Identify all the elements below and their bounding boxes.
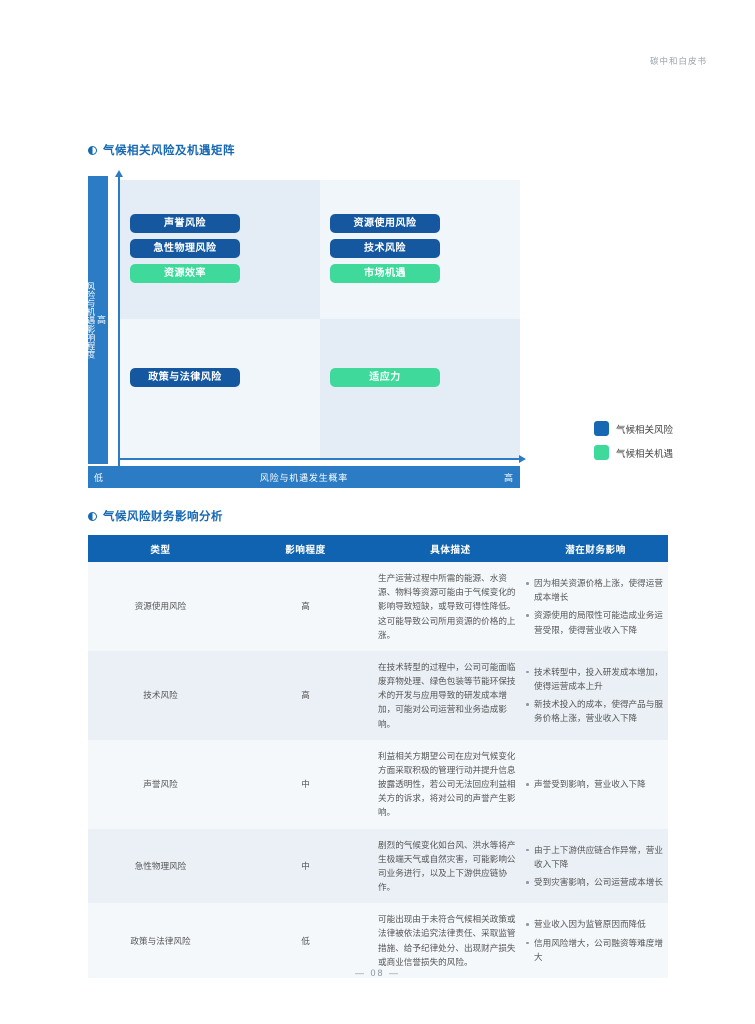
cell-description: 剧烈的气候变化如台风、洪水等将产生极端天气或自然灾害，可能影响公司业务进行，以及… [378,828,523,904]
column-header-description: 具体描述 [378,535,523,562]
table-row: 资源使用风险高生产运营过程中所需的能源、水资源、物料等资源可能由于气候变化的影响… [88,562,668,651]
cell-financial-impact: 声誉受到影响，营业收入下降 [523,739,668,829]
matrix-items-top-right: 资源使用风险 技术风险 市场机遇 [330,214,440,283]
matrix-legend: 气候相关风险 气候相关机遇 [594,421,673,460]
cell-financial-impact: 因为相关资源价格上涨，使得运营成本增长资源使用的局限性可能造成业务运营受限，使得… [523,562,668,651]
list-item: 受到灾害影响，公司运营成本增长 [526,875,668,889]
cell-impact-level: 高 [233,650,378,740]
cell-type: 急性物理风险 [88,828,233,904]
list-item: 信用风险增大，公司融资等难度增大 [526,936,668,964]
legend-item-risk: 气候相关风险 [594,421,673,436]
matrix-x-axis-bar: 低 风险与机遇发生概率 高 [88,466,520,488]
quadrant-bottom-right [320,319,520,458]
x-axis-title: 风险与机遇发生概率 [259,472,349,483]
financial-impact-list: 营业收入因为监管原因而降低信用风险增大，公司融资等难度增大 [523,917,668,964]
financial-impact-list: 技术转型中，投入研发成本增加，使得运营成本上升新技术投入的成本，使得产品与服务价… [523,665,668,726]
cell-description: 可能出现由于未符合气候相关政策或法律被依法追究法律责任、采取监管措施、给予纪律处… [378,903,523,978]
list-item: 声誉受到影响，营业收入下降 [526,777,668,791]
matrix-item-chip[interactable]: 市场机遇 [330,264,440,283]
half-filled-circle-icon [88,145,97,155]
matrix-item-chip[interactable]: 技术风险 [330,239,440,258]
matrix-item-chip[interactable]: 资源使用风险 [330,214,440,233]
list-item: 营业收入因为监管原因而降低 [526,917,668,931]
y-axis-low-label: 低 [74,315,85,325]
cell-description: 生产运营过程中所需的能源、水资源、物料等资源可能由于气候变化的影响导致短缺，或导… [378,562,523,651]
section-heading-matrix-label: 气候相关风险及机遇矩阵 [103,145,235,157]
table-row: 声誉风险中利益相关方期望公司在应对气候变化方面采取积极的管理行动并提升信息披露透… [88,739,668,829]
half-filled-circle-icon [88,511,97,521]
section-heading-matrix: 气候相关风险及机遇矩阵 [88,142,235,158]
cell-description: 在技术转型的过程中，公司可能面临废弃物处理、绿色包装等节能环保技术的开发与应用导… [378,650,523,740]
x-axis-high-label: 高 [503,472,514,483]
x-axis-arrow [118,455,526,463]
table-header-row: 类型 影响程度 具体描述 潜在财务影响 [88,535,668,562]
list-item: 由于上下游供应链合作异常，营业收入下降 [526,843,668,871]
matrix-item-chip[interactable]: 适应力 [330,368,440,387]
cell-type: 声誉风险 [88,739,233,829]
cell-financial-impact: 营业收入因为监管原因而降低信用风险增大，公司融资等难度增大 [523,903,668,978]
column-header-type: 类型 [88,535,233,562]
financial-impact-list: 由于上下游供应链合作异常，营业收入下降受到灾害影响，公司运营成本增长 [523,843,668,890]
section-heading-finance-label: 气候风险财务影响分析 [103,511,223,523]
x-axis-low-label: 低 [94,472,105,483]
table-body: 资源使用风险高生产运营过程中所需的能源、水资源、物料等资源可能由于气候变化的影响… [88,562,668,978]
legend-item-risk-label: 气候相关风险 [616,424,674,436]
y-axis-arrow [115,170,123,466]
risk-opportunity-matrix-chart: 高 风险与机遇影响程度 低 声誉风险 急性物理风险 资源效率 资源使用风险 技术… [74,170,526,488]
legend-item-opportunity: 气候相关机遇 [594,445,673,460]
column-header-level: 影响程度 [233,535,378,562]
cell-impact-level: 中 [233,739,378,829]
list-item: 因为相关资源价格上涨，使得运营成本增长 [526,576,668,604]
cell-financial-impact: 由于上下游供应链合作异常，营业收入下降受到灾害影响，公司运营成本增长 [523,828,668,904]
legend-swatch-icon [594,445,609,460]
running-header: 碳中和白皮书 [649,56,707,66]
matrix-item-chip[interactable]: 资源效率 [130,264,240,283]
list-item: 新技术投入的成本，使得产品与服务价格上涨，营业收入下降 [526,697,668,725]
cell-financial-impact: 技术转型中，投入研发成本增加，使得运营成本上升新技术投入的成本，使得产品与服务价… [523,650,668,740]
cell-description: 利益相关方期望公司在应对气候变化方面采取积极的管理行动并提升信息披露透明性，若公… [378,739,523,829]
table-row: 技术风险高在技术转型的过程中，公司可能面临废弃物处理、绿色包装等节能环保技术的开… [88,650,668,740]
cell-impact-level: 高 [233,562,378,651]
column-header-impact: 潜在财务影响 [523,535,668,562]
matrix-item-chip[interactable]: 急性物理风险 [130,239,240,258]
table-head: 类型 影响程度 具体描述 潜在财务影响 [88,535,668,562]
list-item: 技术转型中，投入研发成本增加，使得运营成本上升 [526,665,668,693]
finance-impact-table: 类型 影响程度 具体描述 潜在财务影响 资源使用风险高生产运营过程中所需的能源、… [88,535,668,978]
table-row: 急性物理风险中剧烈的气候变化如台风、洪水等将产生极端天气或自然灾害，可能影响公司… [88,828,668,904]
page-number-footer: — 08 — [354,968,400,978]
matrix-item-chip[interactable]: 政策与法律风险 [130,368,240,387]
quadrant-bottom-left [120,319,320,458]
cell-type: 技术风险 [88,650,233,740]
cell-impact-level: 中 [233,828,378,904]
legend-item-opportunity-label: 气候相关机遇 [616,448,674,460]
matrix-items-top-left: 声誉风险 急性物理风险 资源效率 [130,214,240,283]
matrix-y-axis-bar: 高 风险与机遇影响程度 低 [74,176,108,464]
finance-impact-table-wrap: 类型 影响程度 具体描述 潜在财务影响 资源使用风险高生产运营过程中所需的能源、… [88,535,668,978]
table-row: 政策与法律风险低可能出现由于未符合气候相关政策或法律被依法追究法律责任、采取监管… [88,903,668,978]
financial-impact-list: 声誉受到影响，营业收入下降 [523,777,668,791]
y-axis-title: 风险与机遇影响程度 [86,281,96,359]
financial-impact-list: 因为相关资源价格上涨，使得运营成本增长资源使用的局限性可能造成业务运营受限，使得… [523,576,668,637]
y-axis-high-label: 高 [96,315,106,325]
matrix-item-chip[interactable]: 声誉风险 [130,214,240,233]
cell-type: 资源使用风险 [88,562,233,651]
section-heading-finance: 气候风险财务影响分析 [88,508,223,524]
list-item: 资源使用的局限性可能造成业务运营受限，使得营业收入下降 [526,608,668,636]
legend-swatch-icon [594,421,609,436]
matrix-items-bottom-right: 适应力 [330,368,440,387]
cell-impact-level: 低 [233,903,378,978]
cell-type: 政策与法律风险 [88,903,233,978]
matrix-items-bottom-left: 政策与法律风险 [130,368,240,387]
